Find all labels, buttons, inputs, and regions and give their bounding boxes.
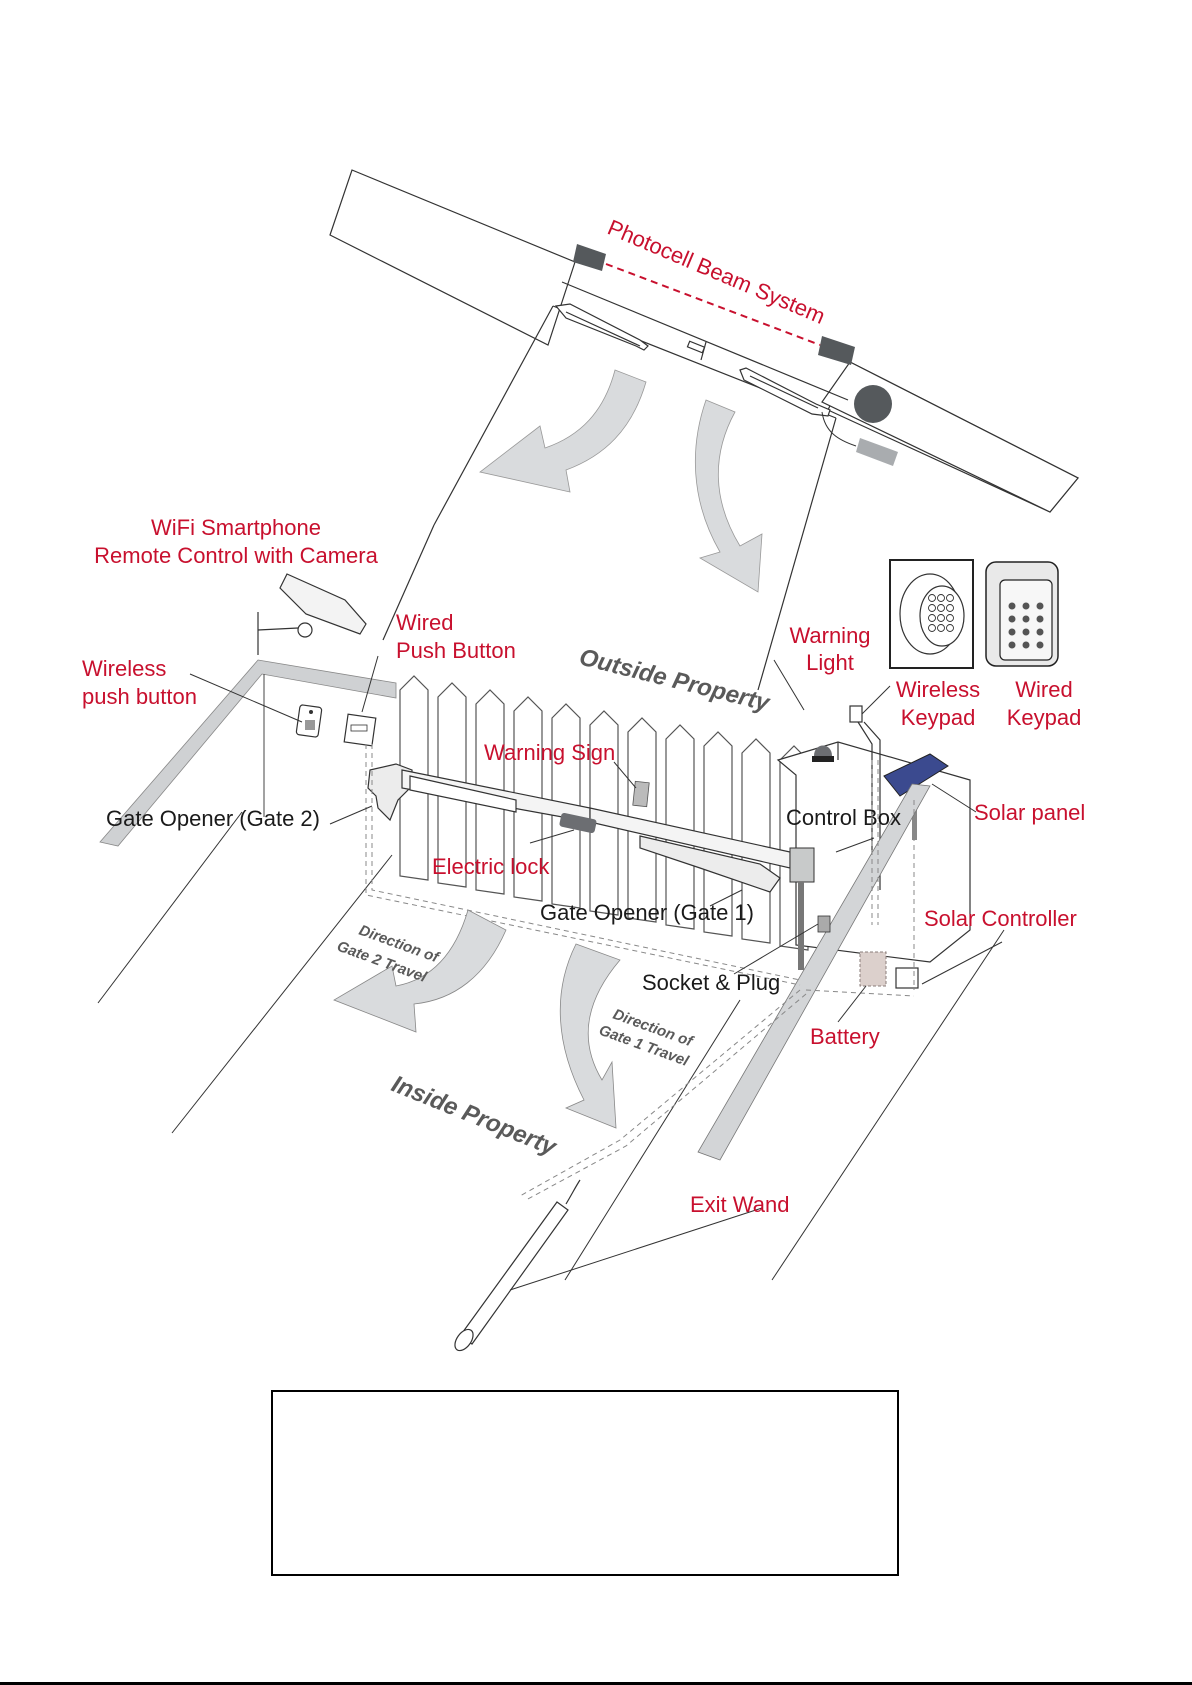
keypad-key (937, 614, 945, 622)
label-wifi-line1: WiFi Smartphone (151, 515, 321, 540)
keypad-key (928, 614, 936, 622)
label-battery: Battery (810, 1024, 880, 1049)
keypad-key (1008, 602, 1016, 610)
wireless-push-button (295, 704, 323, 738)
keypad-key (937, 624, 945, 632)
plan-opener-right (739, 367, 831, 417)
gate-opener-arm-1 (589, 807, 791, 893)
page-bottom-rule (0, 1682, 1192, 1685)
label-gate-opener-1: Gate Opener (Gate 1) (540, 900, 754, 925)
label-socket-plug: Socket & Plug (642, 970, 780, 995)
warning-sign (632, 780, 650, 808)
label-control-box: Control Box (786, 805, 901, 830)
label-wireless-keypad-line2: Keypad (901, 705, 976, 730)
wiring (365, 744, 915, 1201)
leader-lines (189, 655, 1003, 1291)
label-electric-lock: Electric lock (432, 854, 550, 879)
control-box: Control Box (786, 805, 901, 970)
label-solar-controller: Solar Controller (924, 906, 1077, 931)
keypad-key (946, 624, 954, 632)
keypad-key (1036, 628, 1044, 636)
travel-arrow-gate-1 (559, 943, 621, 1129)
plan-travel-arrow-right (695, 399, 763, 593)
keypad-key (1022, 602, 1030, 610)
wired-push-button (343, 713, 377, 747)
travel-arrow-gate-2 (333, 909, 507, 1033)
label-warning-sign: Warning Sign (484, 740, 615, 765)
label-wireless-push-line1: Wireless (82, 656, 166, 681)
plan-device-grey (856, 438, 898, 466)
driveway-edge-right (757, 417, 837, 691)
driveway-lines (97, 811, 1005, 1281)
label-wired-push-line2: Push Button (396, 638, 516, 663)
label-photocell: Photocell Beam System (604, 215, 829, 329)
zone-inside-property: Inside Property (388, 1071, 562, 1162)
exit-wand (454, 1179, 581, 1352)
keypad-key (946, 594, 954, 602)
warning-light (812, 745, 834, 762)
zone-outside-property: Outside Property (577, 644, 774, 718)
plan-opener-left (554, 303, 649, 351)
label-warning-light-line1: Warning (789, 623, 870, 648)
label-wired-keypad-line2: Keypad (1007, 705, 1082, 730)
keypad-key (1036, 602, 1044, 610)
wifi-camera (257, 573, 367, 655)
label-wireless-push-line2: push button (82, 684, 197, 709)
solar-controller (895, 967, 919, 989)
left-wall (99, 659, 397, 847)
caption-box (271, 1390, 899, 1576)
electric-lock (559, 812, 597, 834)
wired-keypad-illustration (985, 561, 1059, 667)
photocell-left (573, 244, 606, 271)
label-wired-keypad-line1: Wired (1015, 677, 1072, 702)
driveway-edge-left (433, 305, 554, 526)
battery (859, 951, 887, 987)
keypad-key (946, 604, 954, 612)
keypad-key (1022, 641, 1030, 649)
keypad-key (946, 614, 954, 622)
plan-travel-arrow-left (479, 369, 647, 493)
photocell-beam-system: Photocell Beam System (573, 215, 855, 365)
keypad-key (1008, 641, 1016, 649)
keypad-key (937, 594, 945, 602)
label-warning-light-line2: Light (806, 650, 854, 675)
socket-plug (817, 915, 831, 933)
label-wifi-line2: Remote Control with Camera (94, 543, 378, 568)
keypad-key (928, 604, 936, 612)
keypad-key (928, 624, 936, 632)
label-wireless-keypad-line1: Wireless (896, 677, 980, 702)
post-round-plan (854, 385, 892, 423)
photocell-beam (605, 263, 821, 346)
gate-opener-arm-2 (367, 763, 591, 823)
keypad-key (1008, 615, 1016, 623)
label-exit-wand: Exit Wand (690, 1192, 789, 1217)
keypad-key (1022, 615, 1030, 623)
keypad-key (928, 594, 936, 602)
label-solar-panel: Solar panel (974, 800, 1085, 825)
keypad-key (1008, 628, 1016, 636)
labels: WiFi Smartphone Remote Control with Came… (82, 515, 1085, 1217)
label-gate-opener-2: Gate Opener (Gate 2) (106, 806, 320, 831)
left-wall-plan (329, 169, 576, 346)
keypad-key (1036, 641, 1044, 649)
keypad-key (937, 604, 945, 612)
keypad-key (1022, 628, 1030, 636)
keypad-key (1036, 615, 1044, 623)
wireless-keypad-illustration (889, 559, 974, 669)
photocell-right (818, 336, 855, 365)
label-wired-push-line1: Wired (396, 610, 453, 635)
